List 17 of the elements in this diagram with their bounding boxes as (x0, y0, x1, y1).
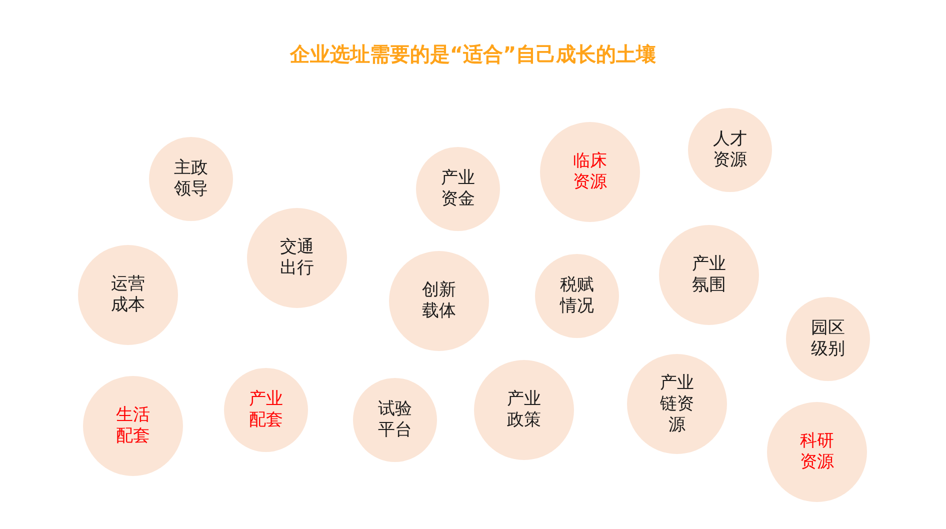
topic-label: 税赋情况 (559, 275, 595, 317)
topic-label: 创新载体 (421, 280, 457, 322)
topic-label: 运营成本 (110, 274, 146, 316)
topic-label: 产业链资源 (659, 372, 695, 436)
topic-label: 临床资源 (572, 151, 608, 193)
topic-label: 交通出行 (279, 237, 315, 279)
title: 企业选址需要的是“适合”自己成长的土壤 (290, 41, 656, 68)
topic-label: 科研资源 (799, 431, 835, 473)
topic-label: 生活配套 (115, 405, 151, 447)
topic-label: 产业氛围 (691, 254, 727, 296)
topic-label: 园区级别 (810, 318, 846, 360)
topic-label: 人才资源 (712, 129, 748, 171)
topic-label: 主政领导 (173, 158, 209, 200)
topic-label: 产业配套 (248, 389, 284, 431)
topic-label: 产业资金 (440, 168, 476, 210)
topic-label: 产业政策 (506, 389, 542, 431)
topic-label: 试验平台 (377, 399, 413, 441)
